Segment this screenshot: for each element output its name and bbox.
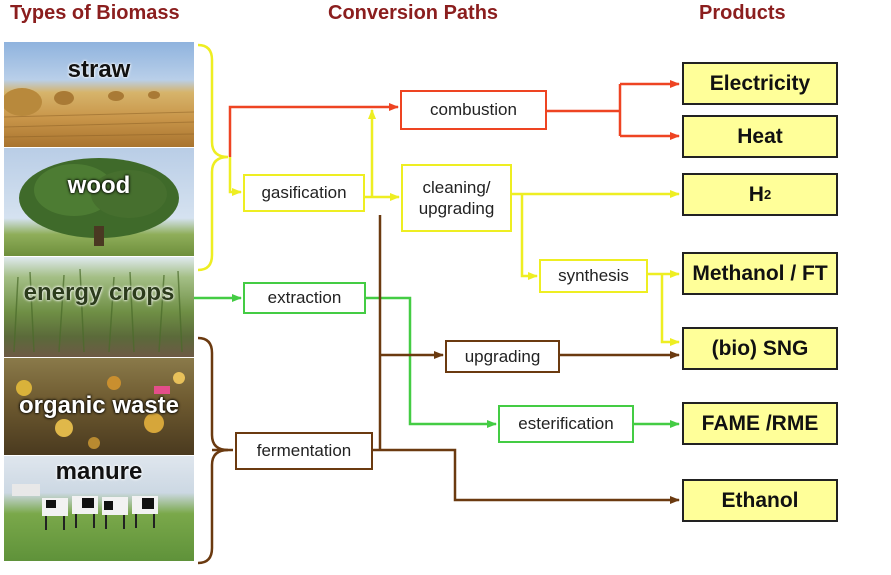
waste-image xyxy=(16,372,185,449)
header-products: Products xyxy=(699,2,786,24)
process-combustion: combustion xyxy=(400,90,547,130)
process-esterification: esterification xyxy=(498,405,634,443)
product-h2-symbol: H xyxy=(748,182,764,206)
biomass-label-straw: straw xyxy=(67,56,131,83)
energy-crops-photo: energy crops xyxy=(4,257,194,357)
biomass-label-wood: wood xyxy=(67,172,131,199)
manure-photo: manure xyxy=(4,456,194,561)
process-gasification: gasification xyxy=(243,174,365,212)
product-bio-sng: (bio) SNG xyxy=(682,327,838,370)
cows-image xyxy=(12,484,158,530)
product-electricity: Electricity xyxy=(682,62,838,105)
bracket-straw-wood xyxy=(197,43,229,272)
biomass-label-organic-waste: organic waste xyxy=(18,392,180,419)
product-methanol-ft: Methanol / FT xyxy=(682,252,838,295)
process-cleaning-upgrading: cleaning/ upgrading xyxy=(401,164,512,232)
straw-photo: straw xyxy=(4,42,194,147)
biomass-label-manure: manure xyxy=(55,458,143,485)
tree-image xyxy=(19,158,179,246)
product-heat: Heat xyxy=(682,115,838,158)
process-extraction: extraction xyxy=(243,282,366,314)
process-cleaning-line1: cleaning/ xyxy=(422,177,491,197)
biomass-label-energy-crops: energy crops xyxy=(23,279,175,306)
process-cleaning-line2: upgrading xyxy=(418,199,495,218)
wood-photo: wood xyxy=(4,148,194,256)
crops-image xyxy=(13,268,183,353)
header-types-of-biomass: Types of Biomass xyxy=(10,2,180,24)
product-ethanol: Ethanol xyxy=(682,479,838,522)
process-fermentation: fermentation xyxy=(235,432,373,470)
process-synthesis: synthesis xyxy=(539,259,648,293)
product-h2-subscript: 2 xyxy=(763,187,772,202)
organic-waste-photo: organic waste xyxy=(4,358,194,455)
hay-bales-image xyxy=(4,88,194,138)
product-fame-rme: FAME /RME xyxy=(682,402,838,445)
process-upgrading: upgrading xyxy=(445,340,560,373)
header-conversion-paths: Conversion Paths xyxy=(328,2,499,24)
